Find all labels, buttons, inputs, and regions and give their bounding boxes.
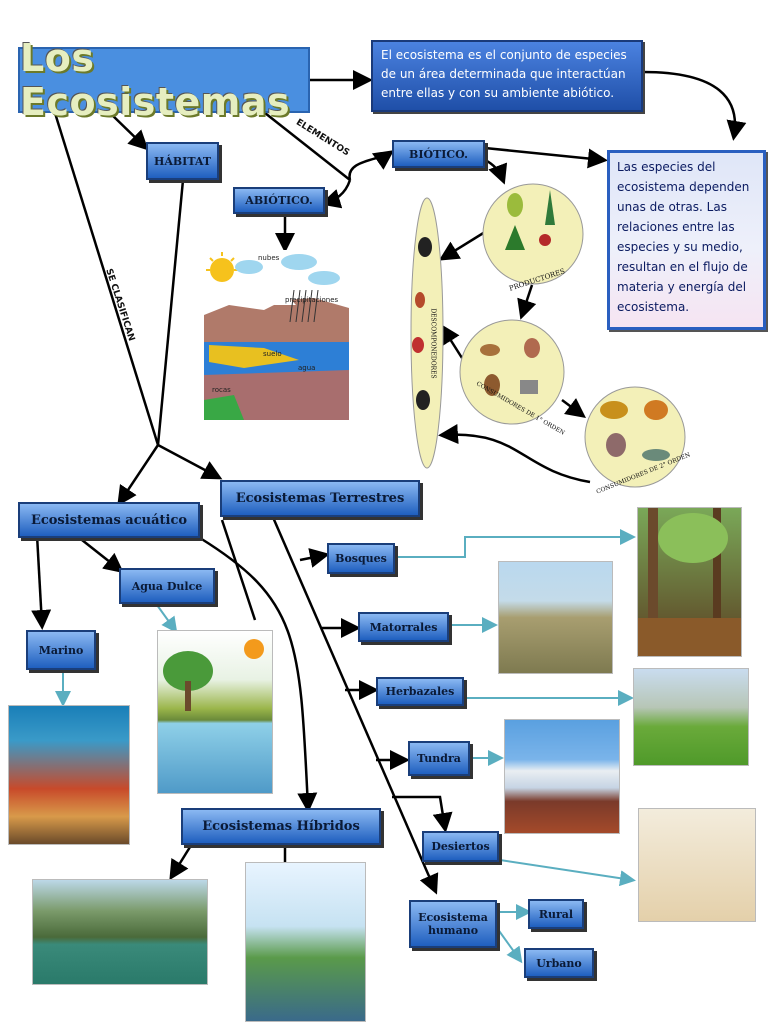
herbazales-box: Herbazales <box>376 677 464 706</box>
teal-arrow-desiertos <box>499 859 636 887</box>
arrow-to-abiotico <box>320 179 352 209</box>
matorrales-photo <box>498 561 613 674</box>
rural-box: Rural <box>528 899 584 929</box>
ecosistemas-acuatico-box: Ecosistemas acuático <box>18 502 200 538</box>
bosques-photo <box>637 507 742 657</box>
label-suelo: suelo <box>263 350 282 358</box>
definition-box: El ecosistema es el conjunto de especies… <box>371 40 643 112</box>
arrow-hibridos-left <box>169 846 192 881</box>
agua-dulce-box: Agua Dulce <box>119 568 215 604</box>
herbazales-photo <box>633 668 749 766</box>
arrow-to-biotico <box>348 150 395 181</box>
arrow-biotico-productores <box>484 158 508 185</box>
arrow-consumidores2-descomponedores <box>438 424 591 484</box>
desiertos-box: Desiertos <box>422 831 499 862</box>
line-se-clasifican <box>53 112 160 446</box>
page-title: Los Ecosistemas <box>18 36 310 124</box>
arrow-productores-descomponedores <box>438 230 486 261</box>
teal-arrow-urbano <box>496 927 523 964</box>
arrow-title-habitat <box>109 112 149 151</box>
label-precipitaciones: precipitaciones <box>285 296 339 304</box>
arrow-to-desiertos <box>392 795 453 833</box>
arrow-acuatico-hibridos <box>199 536 318 813</box>
desiertos-photo <box>638 808 756 922</box>
ecosistema-humano-box: Ecosistema humano <box>409 900 497 948</box>
marino-photo <box>8 705 130 845</box>
arrow-split-terrestres <box>157 443 223 480</box>
line-habitat-down <box>156 179 185 446</box>
abiotico-box: ABIÓTICO. <box>233 187 325 214</box>
bosques-box: Bosques <box>327 543 395 574</box>
arrow-biotico-dependency <box>484 146 608 169</box>
line-terrestres-left <box>220 519 257 621</box>
matorrales-box: Matorrales <box>358 612 449 642</box>
label-agua: agua <box>298 364 316 372</box>
arrow-split-acuatico <box>117 444 160 507</box>
agua-dulce-photo <box>157 630 273 794</box>
teal-arrow-bosques <box>396 529 636 558</box>
arrow-consumidores1-consumidores2 <box>561 398 586 418</box>
arrow-acuatico-aguadulce <box>81 539 124 574</box>
label-nubes: nubes <box>258 254 280 262</box>
ecosistemas-hibridos-box: Ecosistemas Híbridos <box>181 808 381 845</box>
hibridos-wetland-photo <box>245 862 366 1022</box>
arrow-to-bosques <box>299 548 330 568</box>
biotico-box: BIÓTICO. <box>392 140 485 168</box>
arrow-consumidores1-descomponedores <box>440 323 464 359</box>
line-terrestres-main <box>270 514 439 895</box>
arrow-productores-consumidores1 <box>517 284 537 320</box>
tundra-box: Tundra <box>408 741 470 776</box>
descomponedores-label: DESCOMPONEDORES <box>429 308 437 379</box>
dependency-box: Las especies del ecosistema dependen una… <box>607 150 766 330</box>
hibridos-mangrove-photo <box>32 879 208 985</box>
ecosistemas-terrestres-box: Ecosistemas Terrestres <box>220 480 420 517</box>
habitat-box: HÁBITAT <box>146 142 219 180</box>
label-rocas: rocas <box>212 386 231 394</box>
abiotic-illustration <box>204 250 349 420</box>
tundra-photo <box>504 719 620 834</box>
teal-arrow-aguadulce <box>156 604 178 634</box>
urbano-box: Urbano <box>524 948 594 978</box>
marino-box: Marino <box>26 630 96 670</box>
arrow-acuatico-marino <box>31 534 52 630</box>
arrow-definition-dependency <box>642 70 747 141</box>
line-elementos <box>264 112 351 181</box>
abiotic-scene <box>204 250 349 420</box>
